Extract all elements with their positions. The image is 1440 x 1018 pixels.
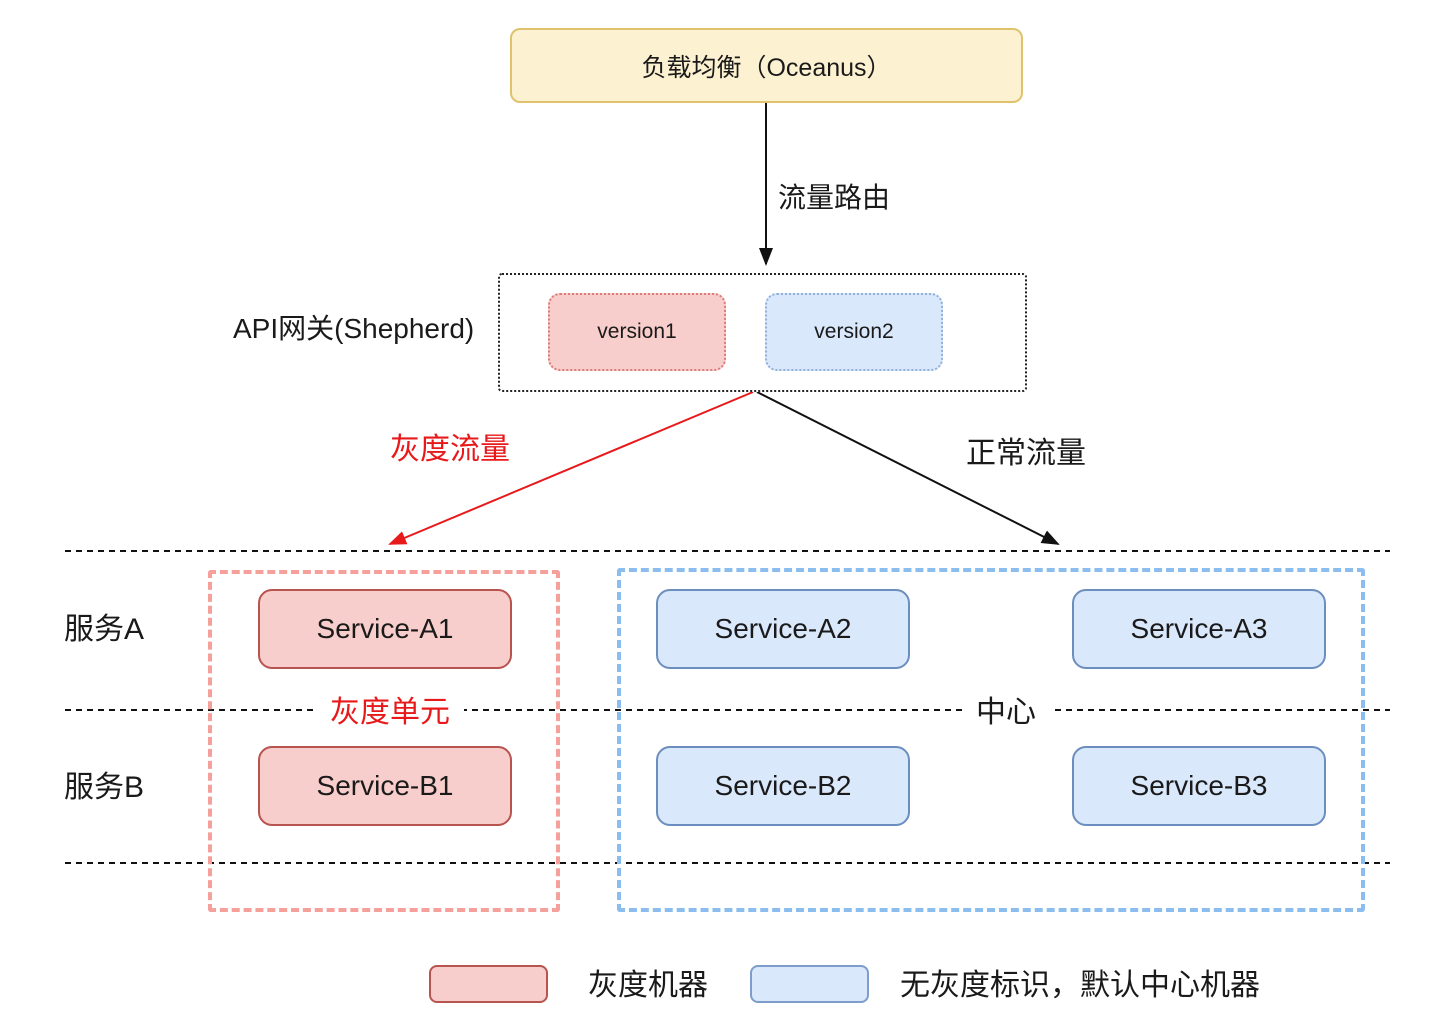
service-b3-node: Service-B3 [1072, 746, 1326, 826]
gray-unit-label: 灰度单元 [316, 695, 464, 732]
route-label: 流量路由 [778, 182, 891, 213]
gateway-version1-node: version1 [548, 293, 726, 371]
center-unit-label: 中心 [962, 695, 1050, 732]
load-balancer-label: 负载均衡（Oceanus） [641, 53, 892, 82]
service-b1-node: Service-B1 [258, 746, 512, 826]
row-label-service-b: 服务B [64, 771, 145, 804]
version2-label: version2 [814, 320, 894, 343]
service-a1-label: Service-A1 [316, 613, 454, 644]
gray-flow-arrow [388, 391, 754, 545]
gateway-label: API网关(Shepherd) [233, 313, 475, 344]
gray-unit-container [208, 570, 560, 912]
version1-label: version1 [597, 320, 677, 343]
service-a2-label: Service-A2 [714, 613, 852, 644]
service-b2-node: Service-B2 [656, 746, 910, 826]
service-a2-node: Service-A2 [656, 589, 910, 669]
gray-flow-label: 灰度流量 [390, 433, 510, 466]
service-a3-node: Service-A3 [1072, 589, 1326, 669]
legend-center-label: 无灰度标识，默认中心机器 [900, 969, 1260, 1002]
service-a1-node: Service-A1 [258, 589, 512, 669]
center-unit-container [617, 568, 1365, 912]
service-b3-label: Service-B3 [1130, 770, 1268, 801]
gateway-version2-node: version2 [765, 293, 943, 371]
normal-flow-label: 正常流量 [966, 437, 1086, 470]
service-b2-label: Service-B2 [714, 770, 852, 801]
legend-gray-label: 灰度机器 [588, 969, 708, 1002]
row-label-service-a: 服务A [64, 613, 145, 646]
service-b1-label: Service-B1 [316, 770, 454, 801]
service-a3-label: Service-A3 [1130, 613, 1268, 644]
load-balancer-node: 负载均衡（Oceanus） [510, 28, 1023, 103]
legend-center-swatch [750, 965, 869, 1003]
legend-gray-swatch [429, 965, 548, 1003]
